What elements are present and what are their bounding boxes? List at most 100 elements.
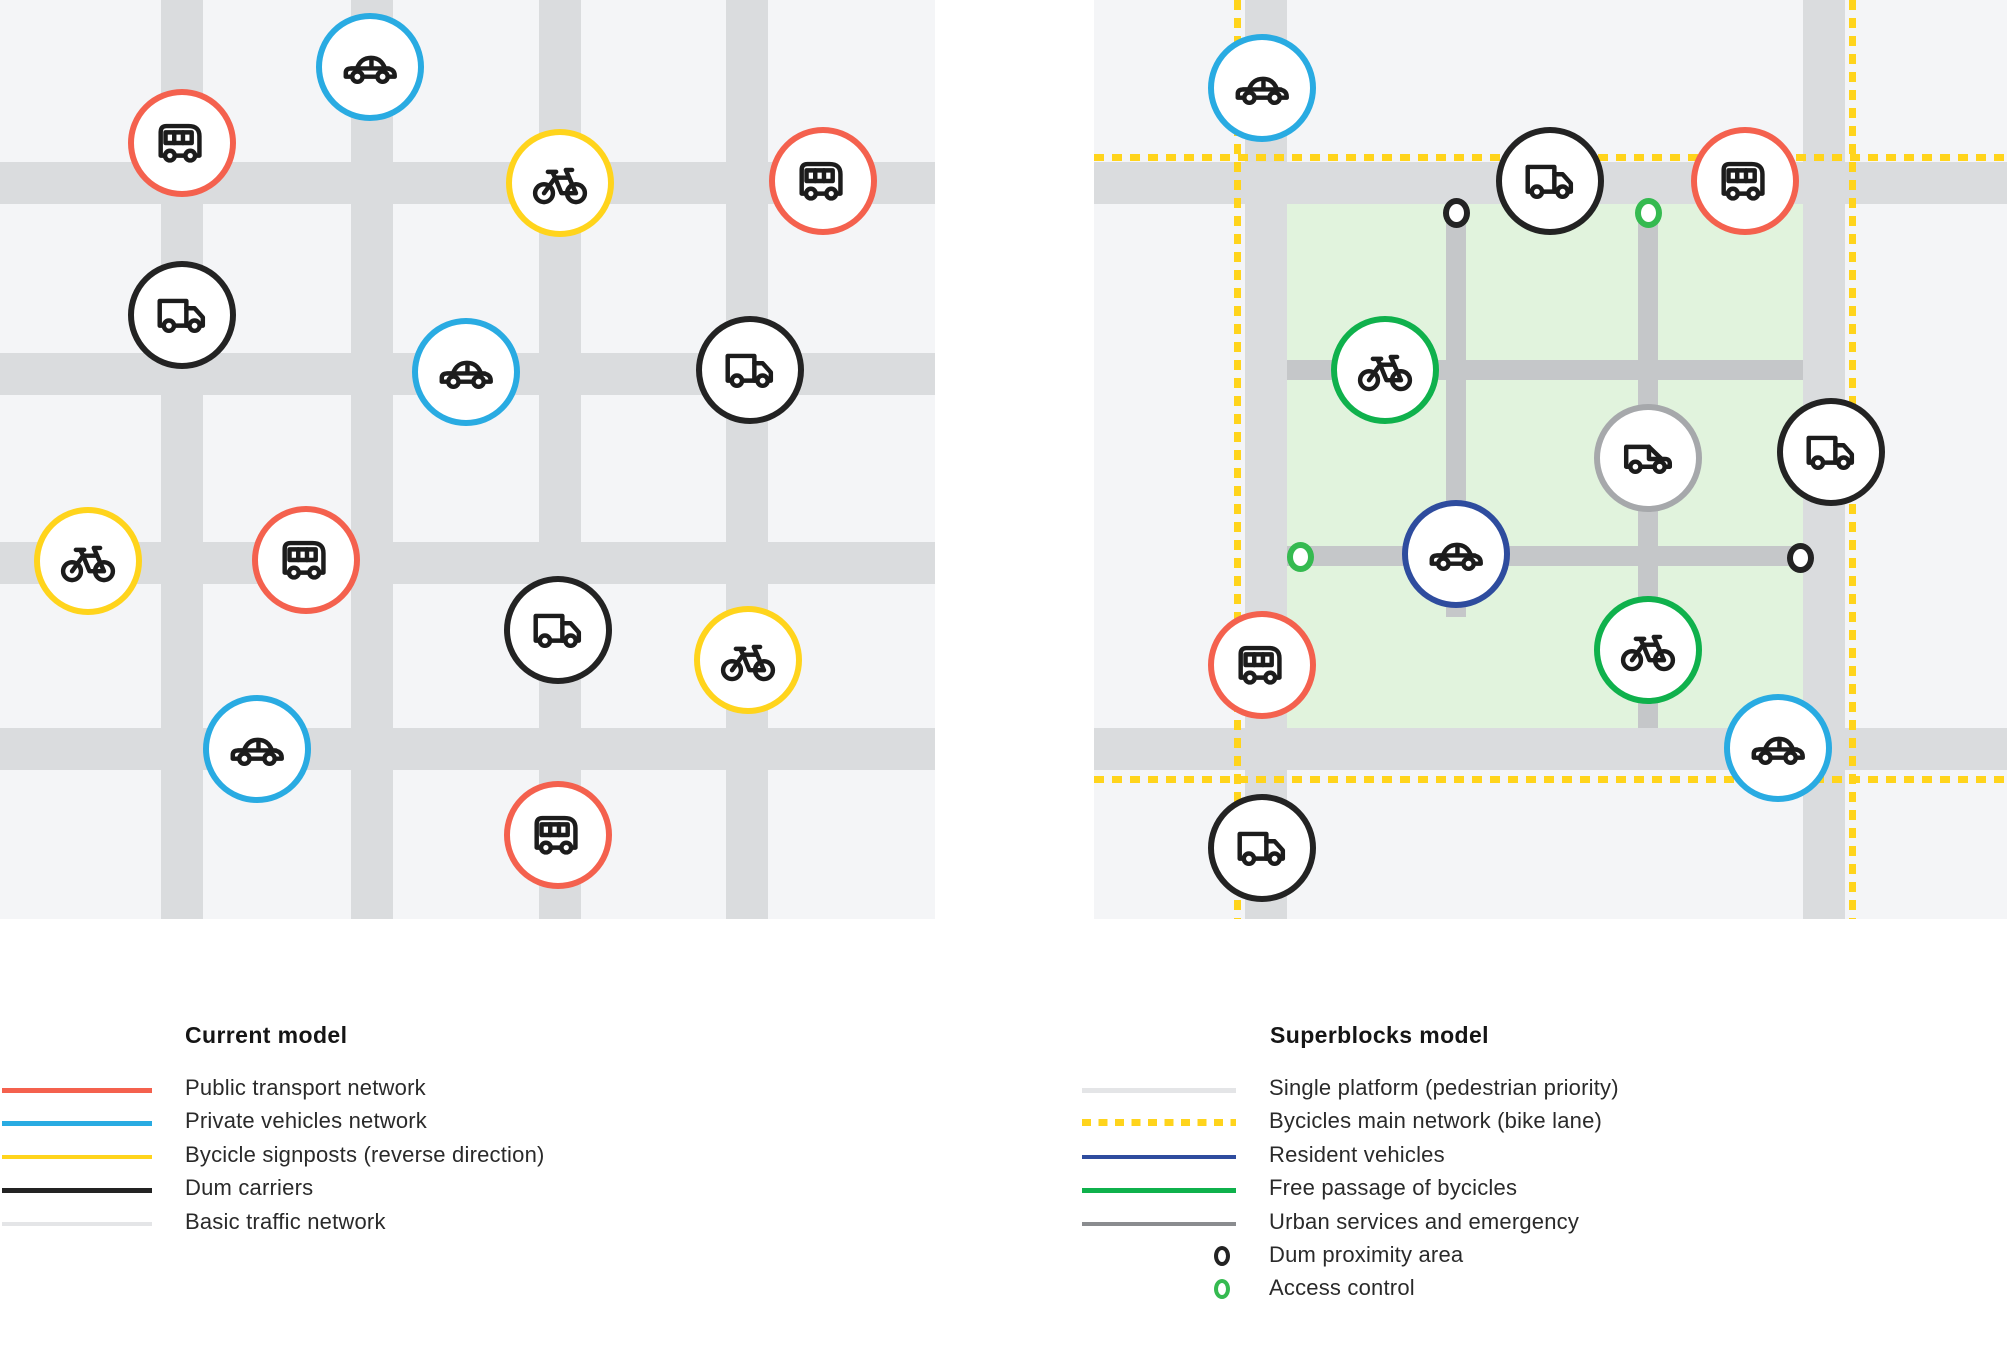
bike-icon: [532, 167, 588, 205]
car-marker: [1208, 34, 1316, 142]
bus-icon: [282, 540, 326, 580]
legend-item-label: Single platform (pedestrian priority): [1269, 1075, 1619, 1100]
current-model-legend-title: Current model: [185, 1022, 348, 1048]
car-icon: [1235, 76, 1289, 106]
bus-marker: [1691, 127, 1799, 235]
bike-marker: [1594, 596, 1702, 704]
legend-line-swatch: [1082, 1188, 1236, 1193]
superblocks-model-map: [1094, 0, 2007, 919]
superblocks-model-legend: Superblocks model Single platform (pedes…: [1080, 1012, 1840, 1312]
bike-marker: [1331, 316, 1439, 424]
legend-item-label: Public transport network: [185, 1075, 426, 1100]
bus-marker: [504, 781, 612, 889]
dum-proximity-ring: [1442, 198, 1470, 228]
legend-item: Bycicle signposts (reverse direction): [0, 1138, 760, 1171]
bus-marker: [769, 127, 877, 235]
legend-item: Public transport network: [0, 1071, 760, 1104]
truck-icon: [1237, 831, 1286, 867]
bike-lane-dashed-horizontal: [1094, 775, 2007, 783]
truck-marker: [1208, 794, 1316, 902]
bike-marker: [506, 129, 614, 237]
legend-item: Resident vehicles: [1080, 1138, 1840, 1171]
truck-icon: [725, 353, 774, 389]
legend-item-label: Dum carriers: [185, 1175, 314, 1201]
van-icon: [1623, 444, 1673, 474]
car-icon: [1751, 736, 1805, 766]
street-vertical: [1245, 0, 1287, 919]
bike-marker: [694, 606, 802, 714]
legend-item: Bycicles main network (bike lane): [1080, 1104, 1840, 1137]
legend-item-label: Private vehicles network: [185, 1108, 428, 1134]
legend-ring-swatch: [1214, 1279, 1230, 1300]
truck-marker: [128, 261, 236, 369]
car-marker: [1402, 500, 1510, 608]
legend-item: Single platform (pedestrian priority): [1080, 1071, 1840, 1104]
legend-line-swatch: [2, 1154, 152, 1160]
bus-marker: [252, 506, 360, 614]
legend-item: Basic traffic network: [0, 1205, 760, 1238]
bus-marker: [128, 89, 236, 197]
bus-icon: [1238, 645, 1282, 685]
legend-item-label: Dum proximity area: [1269, 1241, 1464, 1267]
truck-icon: [1806, 435, 1855, 471]
legend-item-label: Bycicles main network (bike lane): [1269, 1108, 1603, 1134]
legend-item: Private vehicles network: [0, 1104, 760, 1137]
legend-item: Dum proximity area: [1080, 1238, 1840, 1271]
street-vertical: [351, 0, 393, 919]
truck-marker: [504, 576, 612, 684]
legend-item: Access control: [1080, 1271, 1840, 1304]
bike-lane-dashed-vertical: [1233, 0, 1241, 919]
bike-marker: [34, 507, 142, 615]
legend-item-label: Free passage of bycicles: [1269, 1175, 1518, 1201]
street-horizontal: [1094, 728, 2007, 770]
legend-item-label: Resident vehicles: [1269, 1141, 1445, 1167]
truck-marker: [1496, 127, 1604, 235]
street-vertical: [726, 0, 768, 919]
access-control-ring: [1634, 198, 1662, 228]
superblocks-model-legend-title: Superblocks model: [1270, 1022, 1489, 1048]
legend-line-swatch: [2, 1188, 152, 1193]
bus-icon: [534, 815, 578, 855]
bus-icon: [799, 161, 843, 201]
legend-item: Dum carriers: [0, 1171, 760, 1204]
bus-marker: [1208, 611, 1316, 719]
bus-icon: [1721, 161, 1765, 201]
legend-line-swatch: [1082, 1154, 1236, 1160]
truck-marker: [696, 316, 804, 424]
car-icon: [230, 737, 284, 767]
superblock-pedestrian-zone: [1287, 204, 1803, 728]
legend-line-swatch: [2, 1121, 152, 1126]
legend-dashed-line-swatch: [1082, 1119, 1236, 1127]
truck-icon: [1525, 164, 1574, 200]
car-marker: [412, 318, 520, 426]
bike-icon: [1620, 634, 1676, 672]
bus-icon: [158, 123, 202, 163]
legend-line-swatch: [1082, 1088, 1236, 1093]
car-icon: [439, 360, 493, 390]
truck-marker: [1777, 398, 1885, 506]
bike-icon: [1357, 354, 1413, 392]
legend-item: Free passage of bycicles: [1080, 1171, 1840, 1204]
car-icon: [1429, 542, 1483, 572]
legend-item-label: Basic traffic network: [185, 1208, 386, 1234]
legend-item-label: Urban services and emergency: [1269, 1208, 1580, 1234]
legend-item: Urban services and emergency: [1080, 1205, 1840, 1238]
truck-icon: [157, 298, 206, 334]
van-marker: [1594, 404, 1702, 512]
bike-icon: [60, 545, 116, 583]
legend-ring-swatch: [1214, 1245, 1230, 1266]
inner-street-horizontal: [1287, 546, 1803, 566]
street-horizontal: [0, 542, 935, 584]
legend-line-swatch: [2, 1088, 152, 1093]
current-model-map: [0, 0, 935, 919]
legend-line-swatch: [2, 1221, 152, 1227]
car-icon: [343, 55, 397, 85]
car-marker: [203, 695, 311, 803]
access-control-ring: [1286, 542, 1314, 572]
legend-line-swatch: [1082, 1221, 1236, 1227]
legend-item-label: Bycicle signposts (reverse direction): [185, 1141, 545, 1167]
bike-icon: [720, 644, 776, 682]
